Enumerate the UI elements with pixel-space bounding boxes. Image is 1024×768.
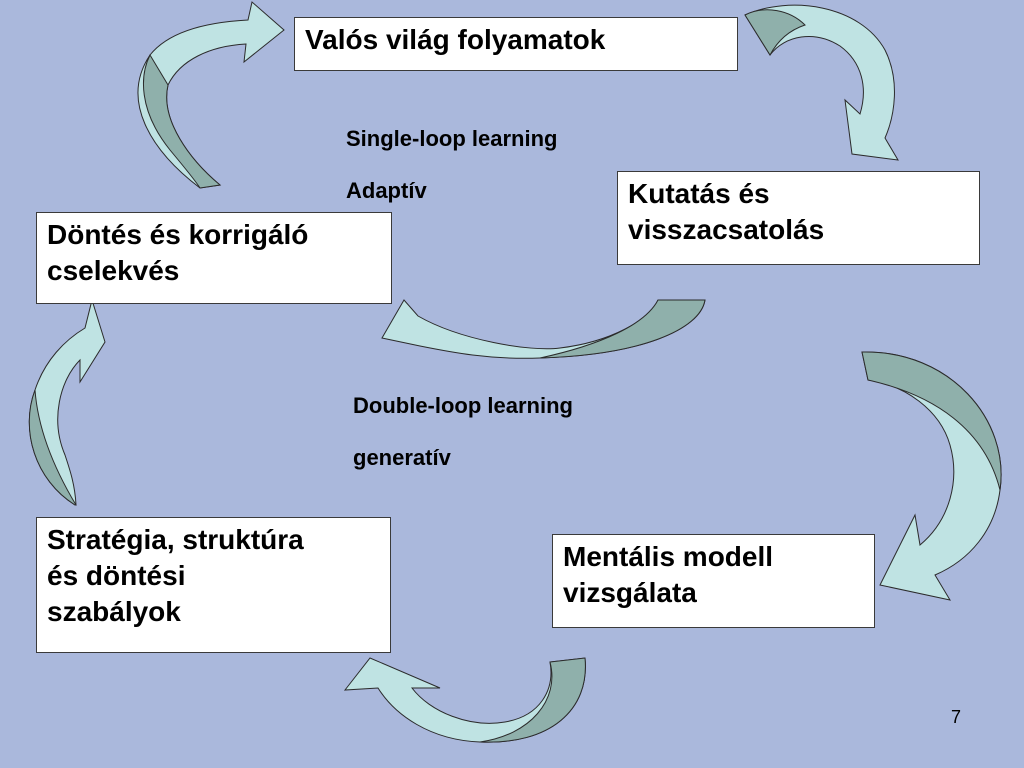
curved-arrow-right	[861, 351, 1002, 601]
page-number: 7	[951, 707, 962, 727]
label-double-loop-learning: Double-loop learning	[353, 393, 573, 418]
box-text-line: Stratégia, struktúra	[47, 524, 304, 555]
box-mentalis-modell-vizsgalata: Mentális modell vizsgálata	[552, 534, 875, 628]
box-text-line: Mentális modell	[563, 541, 774, 572]
box-strategia-struktura: Stratégia, struktúra és döntési szabályo…	[36, 517, 391, 653]
box-text-line: Kutatás és	[628, 178, 770, 209]
box-dontes-es-korrigalo-cselekves: Döntés és korrigáló cselekvés	[36, 212, 392, 304]
label-single-loop-learning: Single-loop learning	[346, 126, 558, 151]
curved-arrow-top-right	[744, 4, 899, 161]
label-adaptiv: Adaptív	[346, 178, 427, 203]
box-text-line: Döntés és korrigáló	[47, 219, 309, 250]
box-valos-vilag-folyamatok: Valós világ folyamatok	[294, 17, 738, 71]
box-text-line: visszacsatolás	[628, 214, 825, 245]
label-generativ: generatív	[353, 445, 451, 470]
curved-arrow-left	[28, 298, 106, 506]
box-text-line: cselekvés	[47, 255, 180, 286]
box-text-line: Valós világ folyamatok	[305, 24, 606, 55]
box-kutatas-es-visszacsatolas: Kutatás és visszacsatolás	[617, 171, 980, 265]
curved-arrow-middle	[381, 299, 706, 359]
box-text-line: szabályok	[47, 596, 181, 627]
curved-arrow-top-left	[137, 1, 285, 189]
box-text-line: vizsgálata	[563, 577, 697, 608]
box-text-line: és döntési	[47, 560, 186, 591]
curved-arrow-bottom	[343, 657, 586, 743]
